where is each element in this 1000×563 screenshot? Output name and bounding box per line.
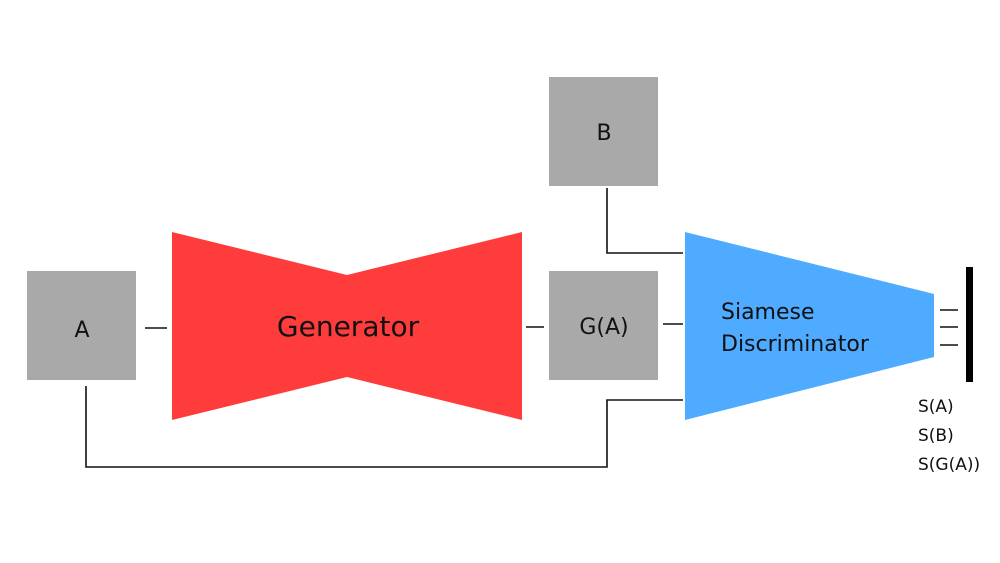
input-a-box bbox=[27, 271, 136, 380]
edge-b-to-discriminator bbox=[606, 188, 683, 254]
generator-label: Generator bbox=[277, 310, 420, 343]
generated-label: G(A) bbox=[579, 315, 628, 340]
output-bar bbox=[966, 267, 973, 382]
input-a-node: A bbox=[27, 271, 136, 380]
output-labels: S(A) S(B) S(G(A)) bbox=[918, 397, 980, 475]
discriminator-node: Siamese Discriminator bbox=[685, 232, 934, 420]
edge-a-to-discriminator bbox=[85, 386, 683, 468]
generator-shape bbox=[172, 232, 522, 420]
connectors bbox=[85, 188, 683, 468]
input-a-label: A bbox=[74, 318, 89, 343]
generated-box bbox=[549, 271, 658, 380]
input-b-box bbox=[549, 77, 658, 186]
discriminator-label-line2: Discriminator bbox=[721, 332, 870, 357]
input-b-node: B bbox=[549, 77, 658, 186]
input-b-label: B bbox=[596, 121, 611, 146]
output-label-sa: S(A) bbox=[918, 397, 954, 417]
discriminator-shape bbox=[685, 232, 934, 420]
output-connectors bbox=[940, 267, 973, 382]
discriminator-label-line1: Siamese bbox=[721, 300, 815, 325]
generator-node: Generator bbox=[172, 232, 522, 420]
output-label-sb: S(B) bbox=[918, 426, 954, 446]
generated-node: G(A) bbox=[549, 271, 658, 380]
output-label-sga: S(G(A)) bbox=[918, 455, 980, 475]
